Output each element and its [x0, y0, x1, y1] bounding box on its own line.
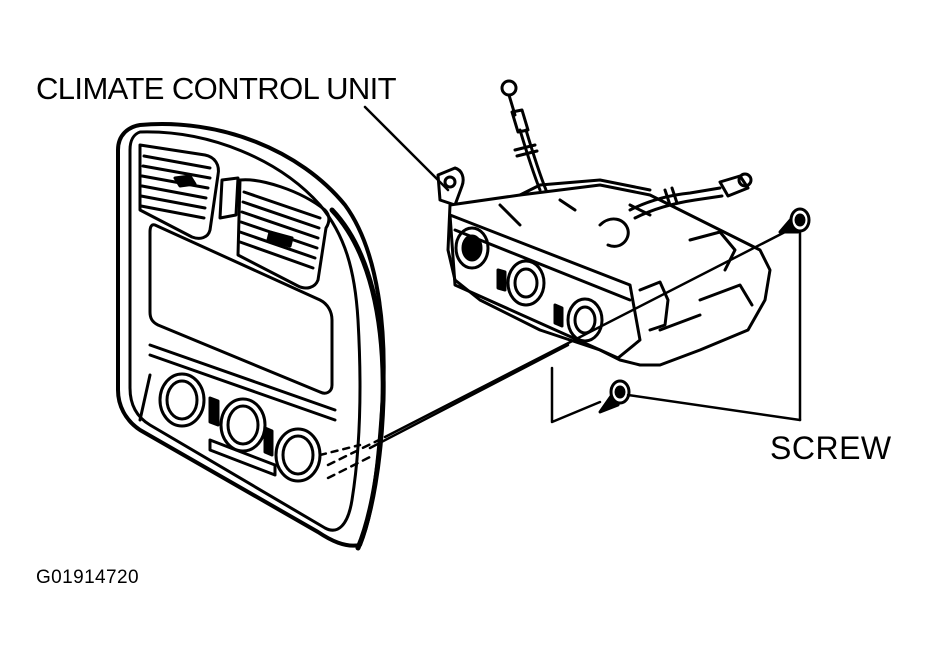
center-clip — [218, 176, 240, 220]
display-opening — [148, 223, 337, 422]
screw-leaders — [626, 230, 802, 422]
mount-bracket — [550, 366, 602, 424]
screw-bottom — [598, 379, 631, 414]
climate-control-leader — [363, 105, 450, 192]
climate-control-unit — [436, 166, 772, 367]
right-air-vent — [236, 178, 331, 290]
figure-id: G01914720 — [36, 567, 139, 588]
alignment-lines — [318, 230, 787, 480]
screw-top — [778, 207, 811, 234]
screw-label: SCREW — [770, 430, 892, 466]
upper-cable — [500, 79, 548, 192]
right-cable — [628, 172, 753, 220]
left-air-vent — [138, 143, 220, 240]
knob-openings — [138, 372, 322, 483]
climate-control-unit-label: CLIMATE CONTROL UNIT — [36, 71, 397, 106]
